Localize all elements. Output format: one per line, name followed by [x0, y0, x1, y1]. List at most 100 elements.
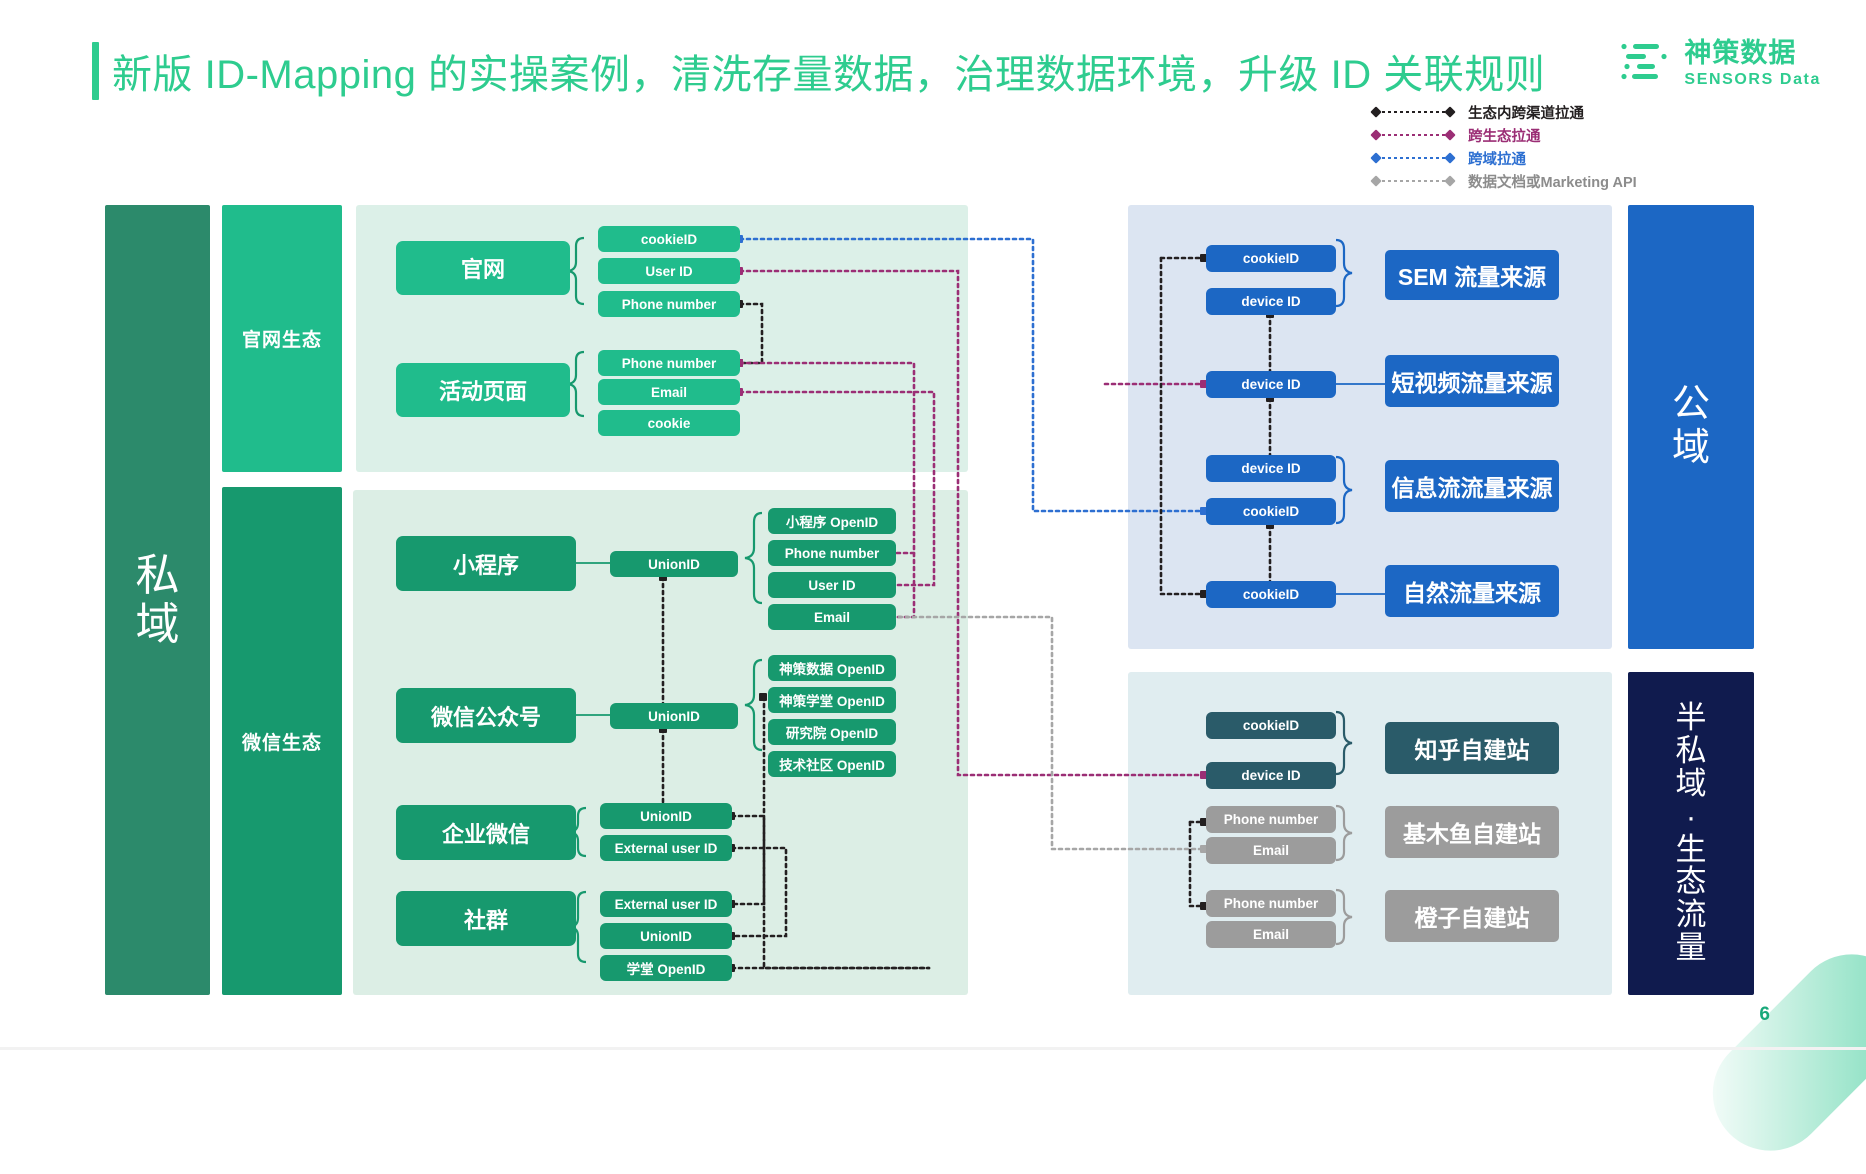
id-pill-phone-number[interactable]: Phone number — [1206, 806, 1336, 833]
source-node-mini-program[interactable]: 小程序 — [396, 536, 576, 591]
id-pill-label: User ID — [645, 263, 693, 279]
dest-node-label: 信息流流量来源 — [1391, 475, 1553, 501]
legend-line-icon — [1370, 152, 1456, 164]
source-node-campaign-page[interactable]: 活动页面 — [396, 363, 570, 417]
legend: 生态内跨渠道拉通 跨生态拉通 跨域拉通 数据文档或Marketing API — [1370, 104, 1637, 191]
id-pill-sensors-academy-openid[interactable]: 神策学堂 OpenID — [768, 687, 896, 713]
id-pill-label: 小程序 OpenID — [785, 515, 879, 530]
id-pill-label: device ID — [1241, 377, 1301, 392]
legend-item: 生态内跨渠道拉通 — [1370, 104, 1637, 122]
id-pill-external-user-id[interactable]: External user ID — [600, 891, 732, 917]
source-node-label: 社群 — [463, 907, 508, 933]
source-node-community-group[interactable]: 社群 — [396, 891, 576, 946]
column-semi-private-domain: 半私域·生态流量 — [1628, 672, 1754, 995]
id-pill-label: Email — [650, 384, 688, 400]
dest-node-feed-traffic[interactable]: 信息流流量来源 — [1385, 460, 1559, 512]
id-pill-label: UnionID — [640, 808, 692, 824]
id-pill-tech-community-openid[interactable]: 技术社区 OpenID — [768, 751, 896, 777]
id-pill-label: Phone number — [1223, 896, 1319, 911]
id-pill-user-id[interactable]: User ID — [768, 572, 896, 598]
id-pill-label: User ID — [808, 577, 856, 593]
id-pill-unionid[interactable]: UnionID — [600, 803, 732, 829]
legend-item: 跨域拉通 — [1370, 150, 1637, 168]
dest-node-short-video-traffic[interactable]: 短视频流量来源 — [1385, 355, 1559, 407]
title-accent-bar — [92, 42, 99, 100]
page-title: 新版 ID-Mapping 的实操案例，清洗存量数据，治理数据环境，升级 ID … — [112, 53, 1546, 97]
id-pill-user-id[interactable]: User ID — [598, 258, 740, 284]
id-pill-label: UnionID — [640, 928, 692, 944]
id-pill-device-id[interactable]: device ID — [1206, 288, 1336, 315]
source-node-label: 企业微信 — [441, 821, 530, 847]
id-pill-device-id[interactable]: device ID — [1206, 762, 1336, 789]
id-pill-research-institute-openid[interactable]: 研究院 OpenID — [768, 719, 896, 745]
legend-label: 跨生态拉通 — [1468, 128, 1541, 145]
id-pill-cookieid[interactable]: cookieID — [1206, 712, 1336, 739]
id-pill-phone-number[interactable]: Phone number — [1206, 890, 1336, 917]
id-pill-phone-number[interactable]: Phone number — [598, 291, 740, 317]
column-wechat-ecosystem: 微信生态 — [222, 487, 342, 995]
id-pill-academy-openid[interactable]: 学堂 OpenID — [600, 955, 732, 981]
id-pill-label: Phone number — [784, 545, 880, 561]
bottom-divider — [0, 1047, 1866, 1050]
column-private-label: 私域 — [135, 550, 180, 649]
logo-text-cn: 神策数据 — [1684, 38, 1797, 68]
sensors-logo-icon — [1620, 41, 1670, 87]
id-pill-cookieid[interactable]: cookieID — [1206, 581, 1336, 608]
id-pill-label: Email — [1252, 843, 1290, 858]
dest-node-sem-traffic[interactable]: SEM 流量来源 — [1385, 250, 1559, 300]
source-node-label: 小程序 — [452, 552, 519, 578]
id-pill-cookieid[interactable]: cookieID — [598, 226, 740, 252]
id-pill-phone-number[interactable]: Phone number — [768, 540, 896, 566]
dest-node-chengzi-site[interactable]: 橙子自建站 — [1385, 890, 1559, 942]
id-pill-email[interactable]: Email — [598, 379, 740, 405]
logo-text-en: SENSORS Data — [1684, 71, 1821, 88]
id-pill-miniprogram-openid[interactable]: 小程序 OpenID — [768, 508, 896, 534]
legend-line-icon — [1370, 129, 1456, 141]
id-pill-sensors-data-openid[interactable]: 神策数据 OpenID — [768, 655, 896, 681]
dest-node-label: 知乎自建站 — [1414, 737, 1530, 763]
id-pill-email[interactable]: Email — [768, 604, 896, 630]
dest-node-zhihu-site[interactable]: 知乎自建站 — [1385, 722, 1559, 774]
id-pill-label: cookieID — [1242, 251, 1300, 266]
source-node-wechat-official-account[interactable]: 微信公众号 — [396, 688, 576, 743]
id-pill-unionid[interactable]: UnionID — [610, 551, 738, 577]
column-web-ecosystem: 官网生态 — [222, 205, 342, 472]
id-pill-label: UnionID — [648, 556, 700, 572]
id-pill-label: Phone number — [621, 355, 717, 371]
slide-root: 新版 ID-Mapping 的实操案例，清洗存量数据，治理数据环境，升级 ID … — [0, 40, 1866, 1174]
id-pill-label: device ID — [1241, 768, 1301, 783]
id-pill-cookieid[interactable]: cookieID — [1206, 245, 1336, 272]
legend-item: 数据文档或Marketing API — [1370, 173, 1637, 191]
id-pill-label: UnionID — [648, 708, 700, 724]
column-semi-private-label: 半私域·生态流量 — [1675, 700, 1707, 966]
id-pill-label: Email — [1252, 927, 1290, 942]
id-pill-label: 研究院 OpenID — [785, 726, 879, 741]
id-pill-device-id[interactable]: device ID — [1206, 371, 1336, 398]
id-pill-label: 神策数据 OpenID — [779, 662, 885, 677]
brand-logo: 神策数据 SENSORS Data — [1620, 40, 1821, 88]
id-pill-email[interactable]: Email — [1206, 921, 1336, 948]
id-pill-phone-number[interactable]: Phone number — [598, 350, 740, 376]
dest-node-organic-traffic[interactable]: 自然流量来源 — [1385, 565, 1559, 617]
source-node-official-site[interactable]: 官网 — [396, 241, 570, 295]
dest-node-jimuyu-site[interactable]: 基木鱼自建站 — [1385, 806, 1559, 858]
source-node-wecom[interactable]: 企业微信 — [396, 805, 576, 860]
id-pill-device-id[interactable]: device ID — [1206, 455, 1336, 482]
dest-node-label: SEM 流量来源 — [1397, 264, 1547, 290]
legend-label: 跨域拉通 — [1468, 151, 1526, 168]
dest-node-label: 基木鱼自建站 — [1403, 821, 1541, 847]
id-pill-label: cookieID — [1242, 718, 1300, 733]
id-pill-cookieid[interactable]: cookieID — [1206, 498, 1336, 525]
column-wechat-label: 微信生态 — [241, 732, 322, 754]
id-pill-email[interactable]: Email — [1206, 837, 1336, 864]
id-pill-label: 神策学堂 OpenID — [779, 694, 885, 709]
id-pill-label: device ID — [1241, 461, 1301, 476]
id-pill-cookie[interactable]: cookie — [598, 410, 740, 436]
id-pill-unionid[interactable]: UnionID — [600, 923, 732, 949]
id-pill-external-user-id[interactable]: External user ID — [600, 835, 732, 861]
source-node-label: 官网 — [460, 257, 505, 282]
legend-label: 数据文档或Marketing API — [1468, 174, 1637, 191]
id-pill-unionid[interactable]: UnionID — [610, 703, 738, 729]
legend-item: 跨生态拉通 — [1370, 127, 1637, 145]
id-pill-label: External user ID — [614, 840, 718, 856]
